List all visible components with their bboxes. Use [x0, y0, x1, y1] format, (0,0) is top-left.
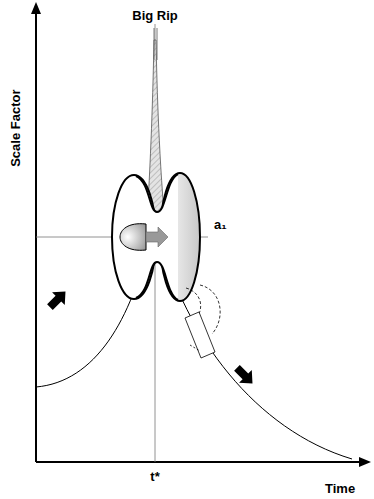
spike-edge — [154, 28, 155, 60]
axis-arrowhead — [359, 457, 371, 467]
axis-title: Scale Factor — [9, 89, 23, 166]
direction-arrow — [231, 362, 259, 390]
axis-mark: t* — [150, 470, 159, 484]
transit-arrow — [146, 227, 168, 247]
title-label: Big Rip — [132, 9, 178, 23]
axis-title: Time — [325, 482, 355, 496]
wormhole-throat — [136, 262, 178, 300]
x-axis — [36, 461, 364, 463]
small-box — [185, 312, 215, 358]
y-axis — [35, 8, 37, 462]
axis-mark: a₁ — [214, 218, 227, 232]
dashed-path — [190, 345, 200, 351]
wormhole-throat — [136, 174, 178, 212]
spike-edge — [157, 28, 158, 60]
wormhole-inner — [120, 224, 146, 251]
direction-arrow — [44, 285, 72, 313]
axis-arrowhead — [31, 2, 41, 14]
